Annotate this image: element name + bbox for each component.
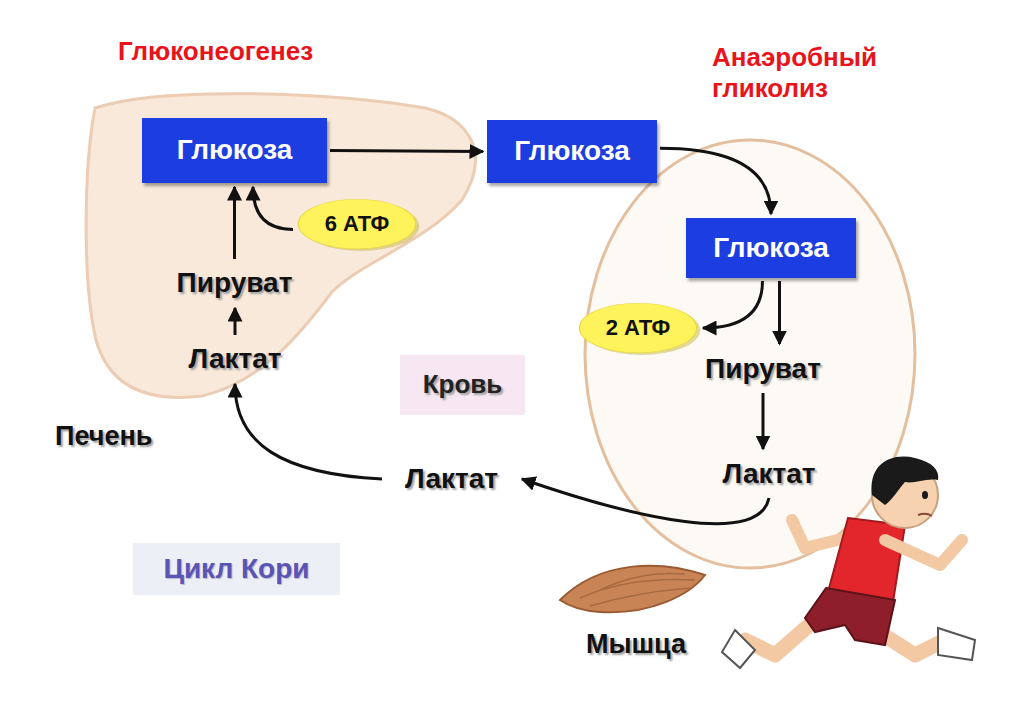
organ-label: Мышца — [586, 628, 686, 660]
flow-arrow — [233, 187, 236, 259]
metabolite-label: Пируват — [690, 348, 836, 390]
cycle-name-box: Цикл Кори — [133, 543, 340, 595]
node-text: Лактат — [189, 343, 282, 375]
flow-arrow — [778, 281, 781, 344]
node-text: Цикл Кори — [163, 553, 309, 585]
flow-arrow — [235, 384, 382, 479]
flow-arrow — [234, 308, 237, 335]
node-text: Пируват — [177, 267, 293, 299]
node-text: Глюкоза — [713, 232, 829, 264]
node-text: Лактат — [723, 458, 816, 490]
node-text: 6 АТФ — [325, 211, 390, 236]
node-text: Глюкоза — [177, 134, 293, 166]
atp-ellipse: 2 АТФ — [577, 301, 699, 355]
node-text: 2 АТФ — [606, 315, 671, 340]
flow-arrow — [762, 393, 765, 449]
atp-ellipse: 6 АТФ — [296, 197, 418, 251]
node-text: Кровь — [423, 370, 503, 400]
muscle-piece — [560, 566, 705, 613]
glucose-box: Глюкоза — [487, 120, 657, 183]
metabolite-label: Лактат — [703, 453, 835, 495]
flow-arrow — [330, 151, 483, 152]
process-heading: Глюконеогенез — [118, 36, 313, 67]
flow-arrow — [703, 281, 763, 328]
organ-label: Печень — [55, 420, 152, 452]
metabolite-label: Лактат — [385, 458, 518, 500]
metabolite-label: Лактат — [167, 338, 303, 380]
process-heading: Анаэробный гликолиз — [712, 42, 942, 104]
metabolite-label: Пируват — [160, 262, 309, 304]
blood-box: Кровь — [400, 355, 525, 415]
node-text: Глюкоза — [514, 135, 630, 167]
liver-outline — [86, 94, 475, 398]
glucose-box: Глюкоза — [686, 218, 856, 278]
node-text: Пируват — [705, 353, 821, 385]
runner — [722, 457, 975, 668]
flow-arrow — [660, 148, 771, 214]
glucose-box: Глюкоза — [142, 118, 327, 183]
node-text: Лактат — [405, 463, 498, 495]
flow-arrow — [253, 187, 293, 229]
